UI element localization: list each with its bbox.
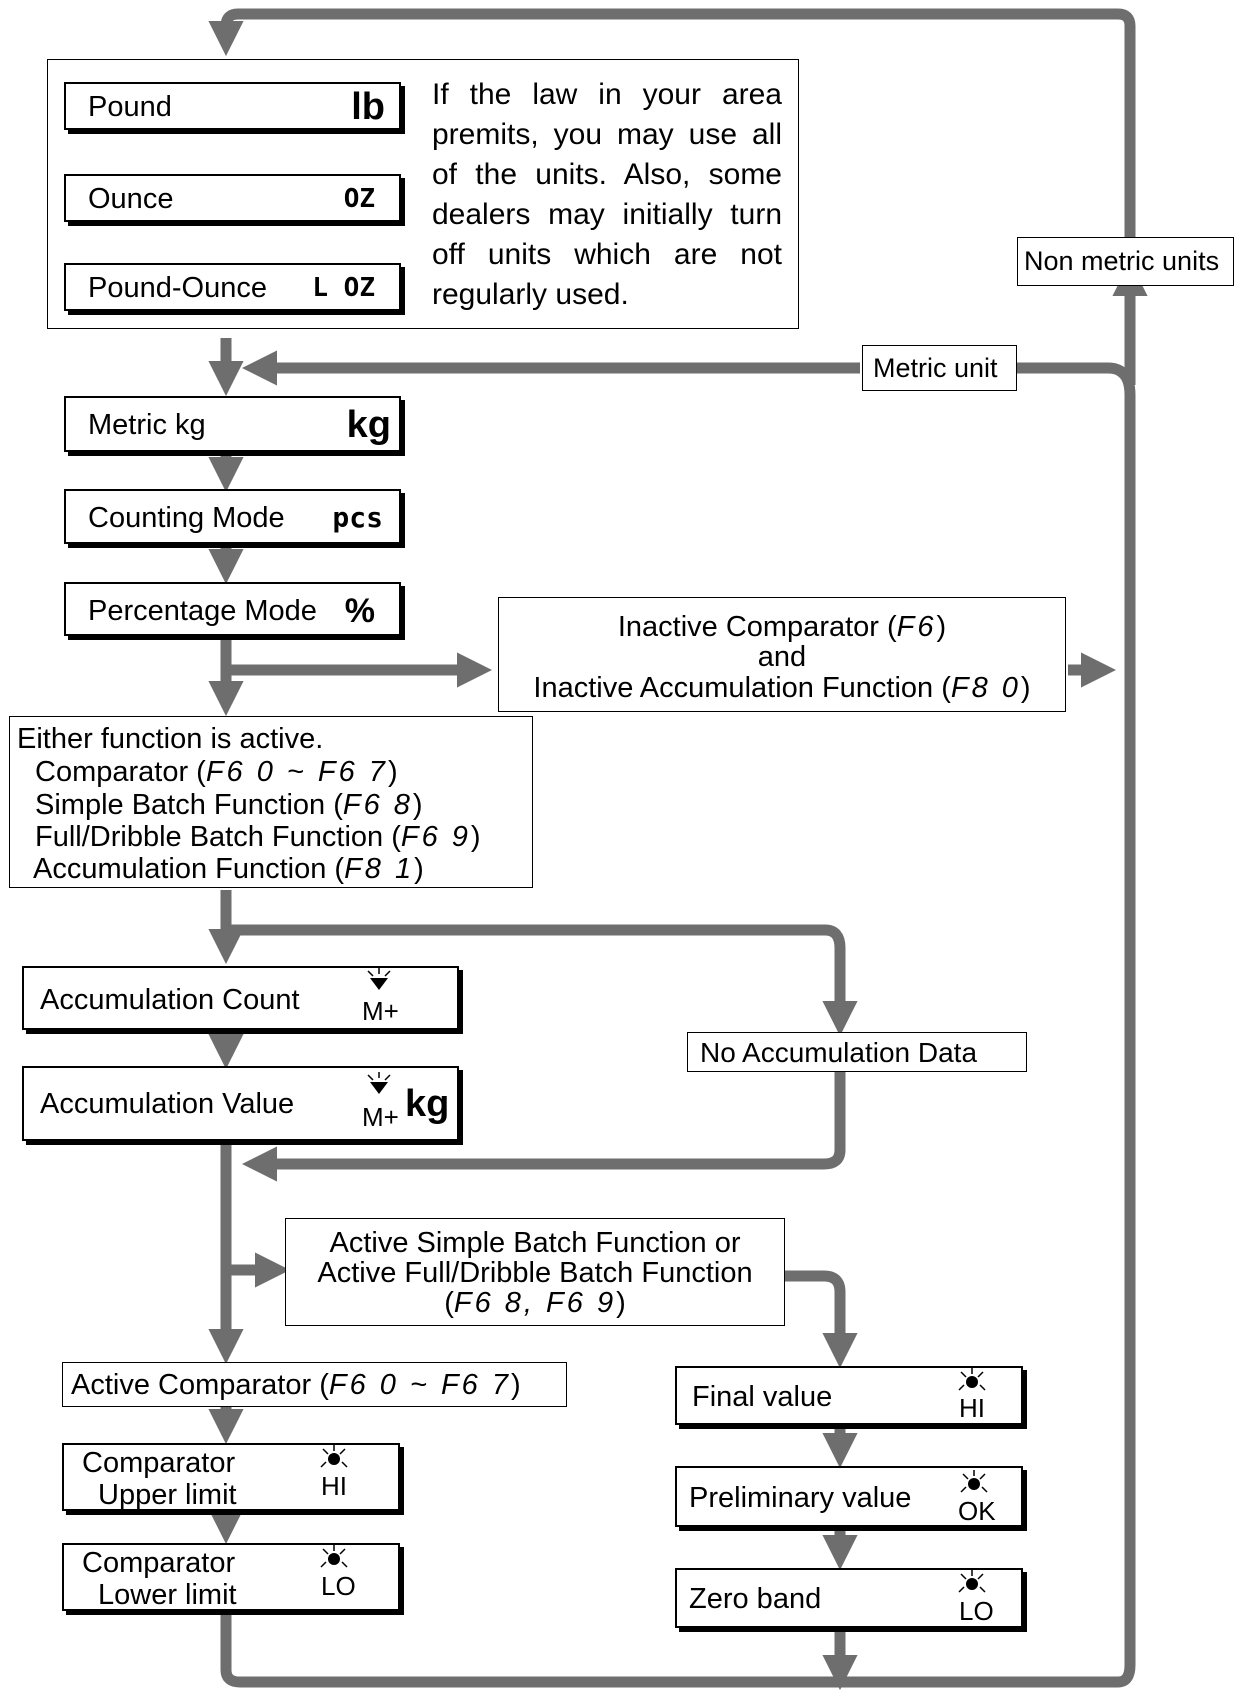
units-note: If the law in your area premits, you may… [432,75,782,315]
pound-ounce-unit: L OZ [312,273,375,303]
text: ) [936,611,947,643]
final-value-box: Final value HI [675,1366,1023,1425]
text: ( [444,1287,454,1319]
kg-unit: kg [405,1083,450,1125]
pound-ounce-label: Pound-Ounce [88,272,267,304]
comparator-upper-box: Comparator Upper limit HI [62,1443,400,1511]
percent-unit: % [344,592,375,630]
pound-unit: lb [351,86,385,128]
note-line: off units which are not [432,238,782,271]
comparator-label: Comparator [82,1547,236,1579]
to-no-accum-arrow [226,924,858,1037]
comparator-lower-box: Comparator Lower limit LO [62,1543,400,1611]
preliminary-value-label: Preliminary value [689,1482,912,1514]
text: ) [414,853,424,885]
function-code: F8 1 [344,853,415,885]
either-function-box: Either function is active. Comparator (F… [9,716,533,888]
text: Full/Dribble Batch Function ( [35,821,401,853]
text: Inactive Accumulation Function ( [533,672,951,704]
and-label: and [757,641,807,673]
note-line: regularly used. [432,278,629,311]
counting-mode-label: Counting Mode [88,502,285,534]
metric-unit-box: Metric unit [862,345,1017,391]
kg-unit: kg [346,404,391,446]
function-code: F6 8, F6 9 [453,1287,617,1319]
text: ) [510,1369,521,1401]
ounce-box: Ounce OZ [64,174,401,222]
text: Comparator ( [35,756,206,788]
note-line: of the units. Also, some [432,158,782,191]
text: Simple Batch Function ( [35,789,343,821]
m-plus-indicator: M+ [362,996,399,1026]
function-code: F6 0 ~ F6 7 [205,756,388,788]
lo-indicator: LO [321,1571,356,1601]
m-plus-indicator: M+ [362,1102,399,1132]
text: ) [1020,672,1031,704]
either-title: Either function is active. [17,723,324,755]
function-code: F6 [896,611,937,643]
ounce-label: Ounce [88,183,174,215]
hi-indicator: HI [959,1393,985,1423]
metric-unit-arrow [1017,362,1136,1665]
text: ) [616,1287,626,1319]
percentage-mode-label: Percentage Mode [88,595,317,627]
blink-dot-icon [960,1470,988,1493]
accumulation-value-box: Accumulation Value M+ kg [22,1066,459,1141]
metric-unit-label: Metric unit [873,353,998,383]
zero-band-box: Zero band LO [675,1568,1023,1628]
non-metric-units-label: Non metric units [1024,246,1220,276]
batch-line-1: Active Simple Batch Function or [329,1227,741,1259]
pcs-unit: pcs [332,501,383,534]
upper-limit-label: Upper limit [98,1479,237,1511]
no-accumulation-data-label: No Accumulation Data [700,1037,978,1068]
text: Active Comparator ( [71,1369,329,1401]
note-line: dealers may initially turn [432,198,782,231]
blink-dot-icon [320,1445,348,1468]
text: ) [412,789,423,821]
hi-indicator: HI [321,1471,347,1501]
accumulation-count-box: Accumulation Count M+ [22,966,459,1030]
text: Inactive Comparator ( [617,611,897,643]
bottom-loop [220,1597,1136,1688]
lo-indicator: LO [959,1596,994,1626]
pound-ounce-box: Pound-Ounce L OZ [64,263,401,311]
metric-kg-label: Metric kg [88,409,206,441]
text: ) [387,756,398,788]
blink-dot-icon [320,1545,348,1568]
ok-indicator: OK [958,1496,996,1526]
batch-line-2: Active Full/Dribble Batch Function [317,1257,753,1289]
note-line: premits, you may use all [432,118,782,151]
percentage-mode-box: Percentage Mode % [64,582,401,636]
non-metric-units-box: Non metric units [1017,237,1234,286]
preliminary-value-box: Preliminary value OK [675,1466,1023,1527]
pound-box: Pound lb [64,82,401,130]
blink-triangle-icon [367,968,391,990]
ounce-unit: OZ [343,184,375,214]
inactive-box: Inactive Comparator (F6) and Inactive Ac… [498,597,1066,712]
final-value-label: Final value [692,1381,833,1413]
comparator-label: Comparator [82,1447,236,1479]
function-code: F8 0 [950,672,1021,704]
blink-dot-icon [958,1368,986,1391]
function-code: F6 0 ~ F6 7 [328,1369,511,1401]
blink-triangle-icon [367,1072,391,1094]
active-comparator-box: Active Comparator (F6 0 ~ F6 7) [62,1362,567,1407]
lower-limit-label: Lower limit [98,1579,237,1611]
no-accumulation-data-box: No Accumulation Data [687,1032,1027,1072]
loop-top-arrow [208,8,1136,385]
accumulation-value-label: Accumulation Value [40,1088,295,1120]
pound-label: Pound [88,91,172,123]
text: ) [470,821,481,853]
text: Accumulation Function ( [33,853,345,885]
zero-band-label: Zero band [689,1583,822,1615]
counting-mode-box: Counting Mode pcs [64,489,401,544]
blink-dot-icon [958,1570,986,1593]
note-line: If the law in your area [432,78,782,111]
function-code: F6 8 [342,789,413,821]
batch-function-box: Active Simple Batch Function or Active F… [285,1218,785,1326]
metric-kg-box: Metric kg kg [64,396,401,452]
function-code: F6 9 [400,821,471,853]
accumulation-count-label: Accumulation Count [40,984,300,1016]
